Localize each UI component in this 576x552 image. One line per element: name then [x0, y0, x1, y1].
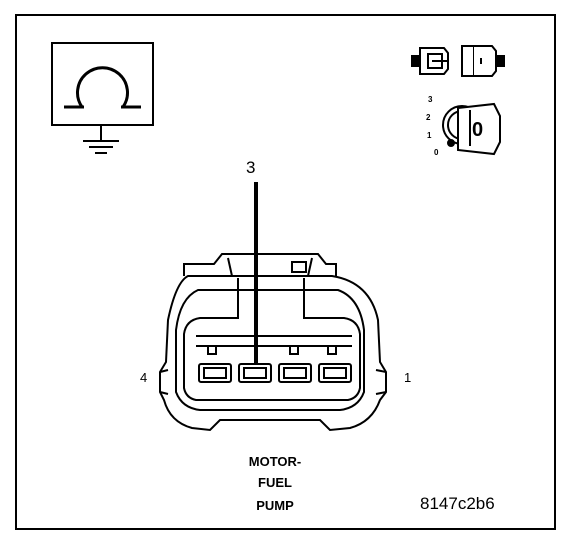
- caption-line-3: PUMP: [256, 498, 294, 513]
- disconnect-connector-icon: [411, 45, 505, 77]
- connector-pins: [198, 363, 352, 383]
- caption-line-2: FUEL: [258, 475, 292, 490]
- ignition-key-label: 0: [472, 119, 484, 141]
- pin-right-label: 1: [404, 370, 412, 385]
- ohmmeter-ground-icon: [51, 42, 154, 154]
- ignition-position-3: 3: [428, 95, 433, 104]
- caption-line-1: MOTOR-: [248, 454, 302, 469]
- callout-number: 3: [246, 158, 256, 177]
- ignition-position-1: 1: [427, 131, 432, 140]
- ignition-position-2: 2: [426, 113, 431, 122]
- ignition-key-icon: [442, 102, 501, 156]
- fuel-pump-connector: [159, 253, 387, 432]
- reference-code: 8147c2b6: [420, 494, 495, 513]
- pin-left-label: 4: [140, 370, 148, 385]
- ignition-position-0: 0: [434, 148, 439, 157]
